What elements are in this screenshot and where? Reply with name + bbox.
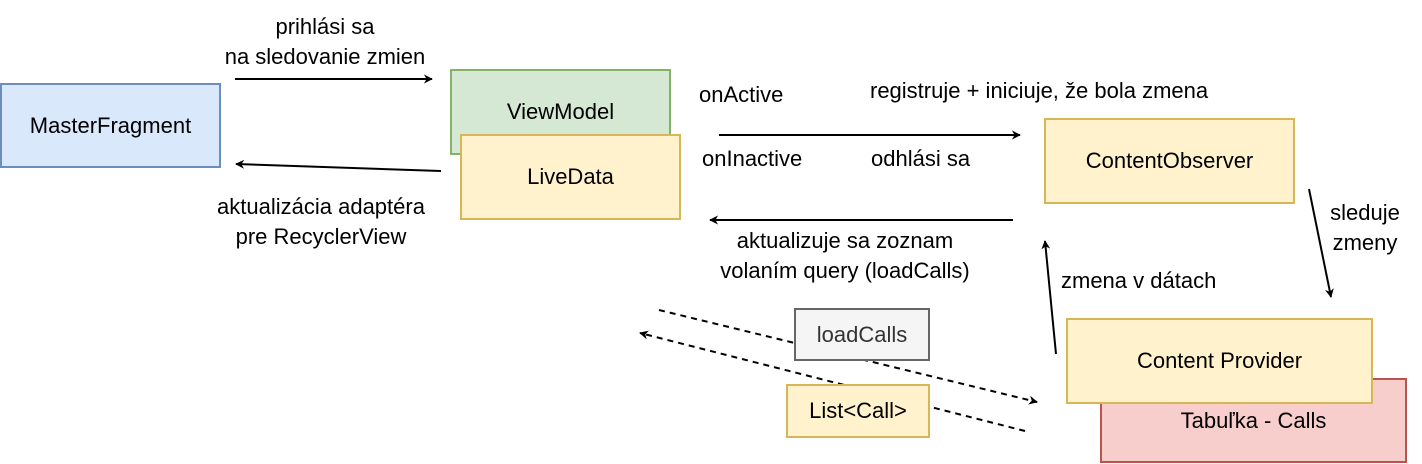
observe-changes-label-line1: sleduje <box>1330 200 1400 225</box>
observe-changes-label: sleduje zmeny <box>1322 198 1408 258</box>
arrow-list-return <box>639 330 1026 432</box>
unsubscribe-label: odhlási sa <box>871 146 971 171</box>
subscribe-label: prihlási sa na sledovanie zmien <box>210 12 440 72</box>
livedata-label: LiveData <box>527 164 614 189</box>
livedata-node: LiveData <box>460 134 681 220</box>
adapter-update-label: aktualizácia adaptéra pre RecyclerView <box>196 192 446 252</box>
arrow-data-change <box>1041 240 1057 355</box>
list-call-label: List<Call> <box>809 398 907 423</box>
contentobserver-label: ContentObserver <box>1085 148 1254 173</box>
tabulka-calls-label: Tabuľka - Calls <box>1180 407 1327 433</box>
arrow-load-calls <box>658 309 1038 405</box>
contentobserver-node: ContentObserver <box>1044 118 1295 204</box>
viewmodel-label: ViewModel <box>506 99 615 124</box>
content-provider-node: Content Provider <box>1066 318 1373 404</box>
content-provider-label: Content Provider <box>1136 348 1303 373</box>
list-update-label: aktualizuje sa zoznam volaním query (loa… <box>700 226 990 286</box>
register-label: registruje + iniciuje, že bola zmena <box>870 78 1209 103</box>
subscribe-label-line1: prihlási sa <box>275 14 375 39</box>
data-change-label: zmena v dátach <box>1061 268 1217 293</box>
adapter-update-label-line2: pre RecyclerView <box>235 224 407 249</box>
loadcalls-node: loadCalls <box>794 308 930 361</box>
masterfragment-label: MasterFragment <box>29 112 192 138</box>
subscribe-label-line2: na sledovanie zmien <box>224 44 426 69</box>
arrow-observe-changes <box>1308 188 1334 298</box>
list-update-label-line2: volaním query (loadCalls) <box>720 258 970 283</box>
observe-changes-label-line2: zmeny <box>1332 230 1398 255</box>
arrow-adapter-update <box>235 159 442 172</box>
on-inactive-label: onInactive <box>702 146 803 171</box>
on-active-label: onActive <box>699 82 784 107</box>
list-call-node: List<Call> <box>786 384 930 438</box>
masterfragment-node: MasterFragment <box>0 83 221 168</box>
list-update-label-line1: aktualizuje sa zoznam <box>736 228 954 253</box>
loadcalls-label: loadCalls <box>816 321 908 347</box>
adapter-update-label-line1: aktualizácia adaptéra <box>217 194 425 219</box>
